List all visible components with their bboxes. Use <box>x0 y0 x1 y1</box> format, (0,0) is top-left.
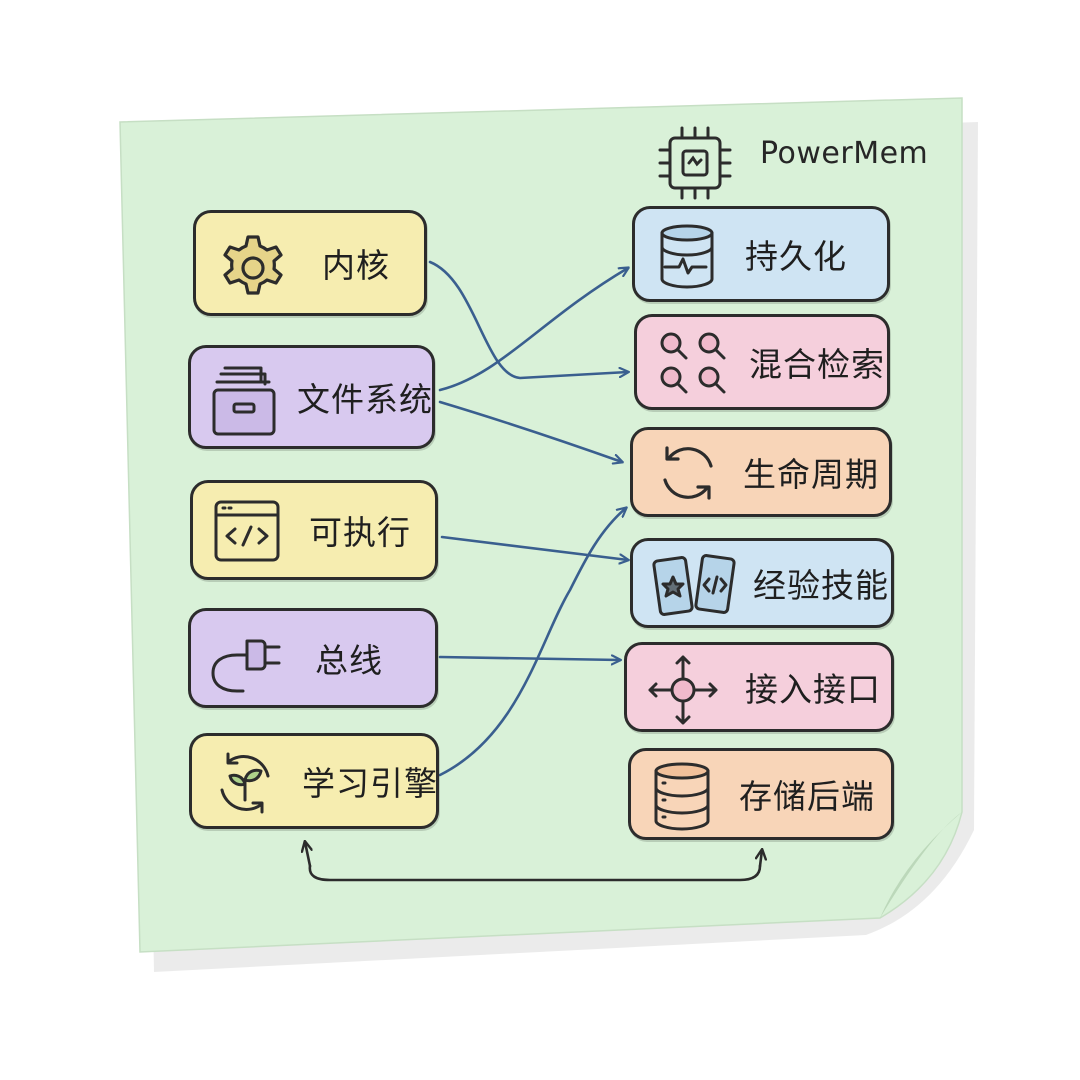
module-label: 存储后端 <box>739 777 875 816</box>
magnifier-grid-icon <box>660 332 726 394</box>
database-pulse-icon <box>660 224 714 289</box>
plug-icon <box>211 639 281 693</box>
module-persistence[interactable]: 持久化 <box>632 206 890 302</box>
module-label: 文件系统 <box>297 380 433 419</box>
module-kernel[interactable]: 内核 <box>193 210 427 316</box>
connector-exec-to-skills <box>440 535 628 560</box>
module-lifecycle[interactable]: 生命周期 <box>630 427 892 517</box>
chip-icon <box>658 126 732 200</box>
module-hybrid-retrieval[interactable]: 混合检索 <box>634 314 890 410</box>
module-learning-engine[interactable]: 学习引擎 <box>189 733 439 829</box>
folder-cabinet-icon <box>212 366 276 436</box>
module-label: 内核 <box>322 246 390 285</box>
module-bus[interactable]: 总线 <box>188 608 438 708</box>
module-executable[interactable]: 可执行 <box>190 480 438 580</box>
server-stack-icon <box>654 762 710 831</box>
sprout-cycle-icon <box>220 752 270 814</box>
module-label: 持久化 <box>745 237 847 276</box>
module-access-interface[interactable]: 接入接口 <box>624 642 894 732</box>
connector-kernel-to-retrieval <box>428 260 628 380</box>
connector-lines <box>428 260 628 777</box>
code-window-icon <box>214 500 280 562</box>
connector-fs-to-persistence <box>438 268 628 392</box>
module-label: 接入接口 <box>745 670 881 709</box>
connector-learning-storage-bidirectional <box>305 842 762 882</box>
module-label: 总线 <box>315 641 383 680</box>
brand-title: PowerMem <box>760 136 929 171</box>
module-label: 学习引擎 <box>302 764 438 803</box>
gear-icon <box>223 235 283 295</box>
module-label: 可执行 <box>309 513 411 552</box>
module-storage-backend[interactable]: 存储后端 <box>628 748 894 840</box>
connector-learning-to-lifecycle <box>438 508 626 777</box>
skill-cards-icon <box>652 554 736 616</box>
module-label: 生命周期 <box>743 455 879 494</box>
module-experience-skills[interactable]: 经验技能 <box>630 538 894 628</box>
move-arrows-icon <box>648 655 718 725</box>
connector-fs-to-lifecycle <box>438 400 622 462</box>
module-label: 混合检索 <box>749 345 885 384</box>
refresh-cycle-icon <box>663 446 713 500</box>
module-label: 经验技能 <box>753 566 889 605</box>
module-file-system[interactable]: 文件系统 <box>188 345 435 449</box>
connector-bus-to-interface <box>438 657 620 660</box>
